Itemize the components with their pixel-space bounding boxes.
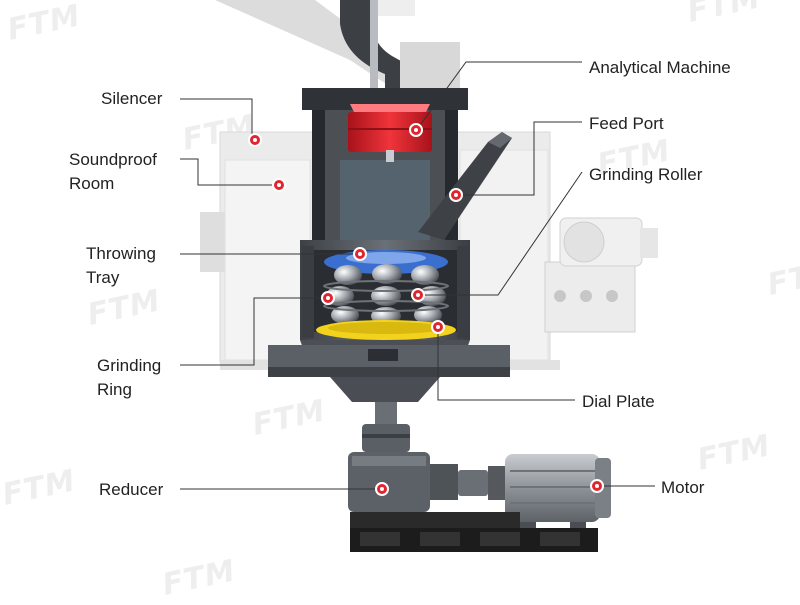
- label-throwing-tray: Throwing Tray: [86, 242, 156, 290]
- upper-motor: [544, 217, 658, 333]
- marker-feed-port: [449, 188, 463, 202]
- marker-analytical-machine: [409, 123, 423, 137]
- dial-plate: [316, 320, 456, 340]
- label-grinding-ring: Grinding Ring: [97, 354, 161, 402]
- marker-grinding-roller: [411, 288, 425, 302]
- leader-line-silencer: [180, 98, 253, 138]
- feed-chute: [418, 132, 512, 240]
- label-grinding-roller: Grinding Roller: [589, 165, 703, 184]
- leader-line-dial-plate: [437, 328, 575, 401]
- leader-line-grinding-ring: [180, 297, 326, 366]
- leader-line-feed-port: [458, 121, 582, 196]
- marker-reducer: [375, 482, 389, 496]
- drive-shaft: [362, 402, 410, 452]
- watermark-text: FTM: [684, 0, 763, 30]
- marker-motor: [590, 479, 604, 493]
- leader-line-soundproof-room: [180, 158, 274, 186]
- label-grinding-ring-line2: Ring: [97, 380, 132, 399]
- label-throwing-tray-line1: Throwing: [86, 244, 156, 263]
- label-silencer: Silencer: [101, 89, 163, 108]
- label-dial-plate: Dial Plate: [582, 392, 655, 411]
- watermark-text: FTM: [764, 253, 800, 303]
- silencer-duct: [215, 0, 460, 100]
- marker-silencer: [248, 133, 262, 147]
- drive-motor: [505, 454, 611, 532]
- label-soundproof-room-line1: Soundproof: [69, 150, 157, 169]
- base-frame: [350, 512, 598, 552]
- label-reducer: Reducer: [99, 480, 164, 499]
- leader-lines: [180, 61, 655, 490]
- watermark-text: FTM: [249, 393, 328, 443]
- watermark-text: FTM: [694, 428, 773, 478]
- label-soundproof-room-line2: Room: [69, 174, 115, 193]
- marker-throwing-tray: [353, 247, 367, 261]
- watermark-text: FTM: [159, 553, 238, 600]
- label-feed-port: Feed Port: [589, 114, 664, 133]
- watermark-text: FTM: [84, 283, 163, 333]
- leader-line-grinding-roller: [420, 171, 583, 296]
- marker-grinding-ring: [321, 291, 335, 305]
- watermark-text: FTM: [0, 463, 79, 513]
- reducer-gearbox: [348, 452, 510, 512]
- watermark-text: FTM: [4, 0, 83, 48]
- label-soundproof-room: Soundproof Room: [69, 148, 157, 196]
- label-motor: Motor: [661, 478, 705, 497]
- marker-soundproof-room: [272, 178, 286, 192]
- label-throwing-tray-line2: Tray: [86, 268, 120, 287]
- leader-line-analytical-machine: [417, 61, 582, 129]
- callout-markers: [248, 123, 604, 496]
- analyzer-wheel: [348, 104, 432, 162]
- label-analytical-machine: Analytical Machine: [589, 58, 731, 77]
- label-grinding-ring-line1: Grinding: [97, 356, 162, 375]
- marker-dial-plate: [431, 320, 445, 334]
